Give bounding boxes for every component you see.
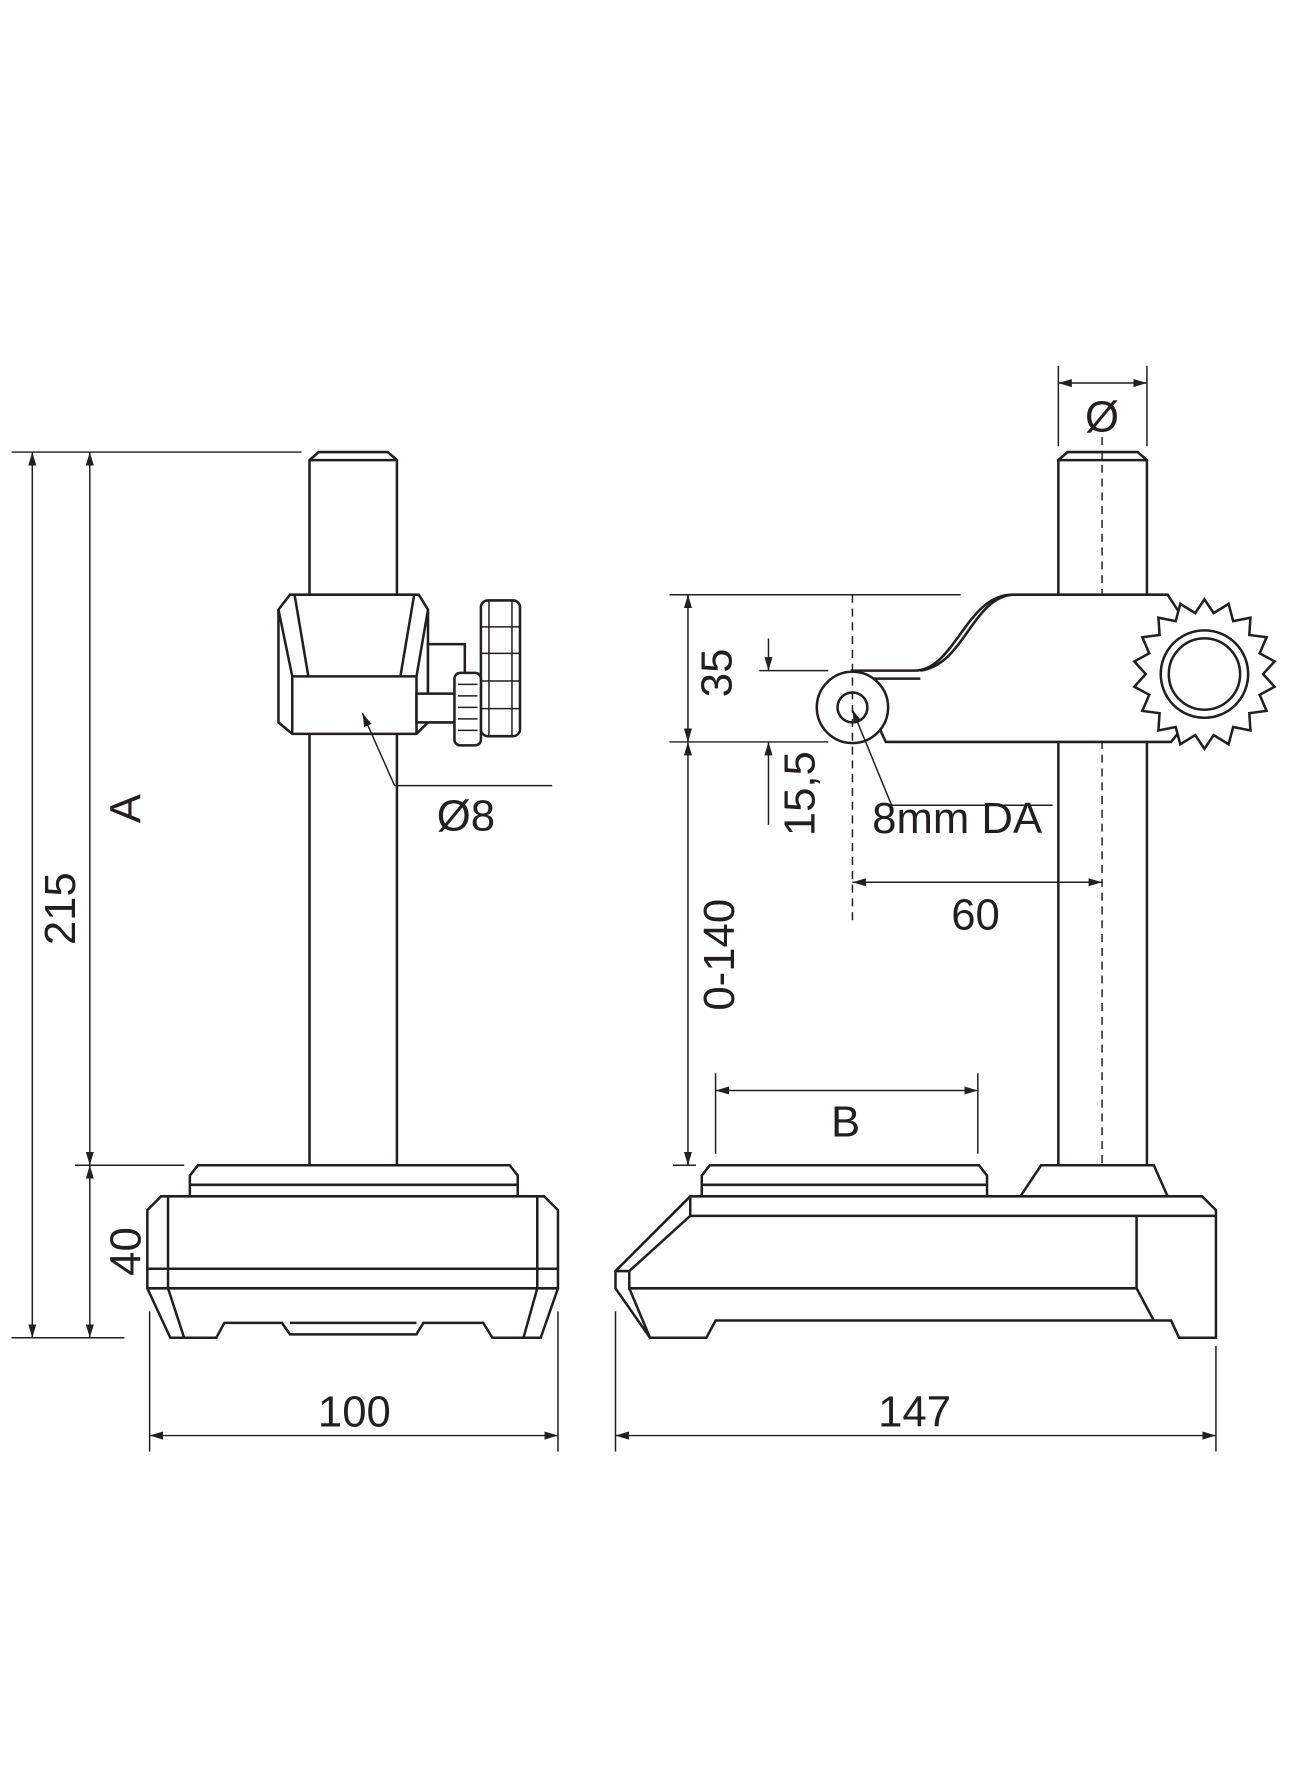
arm — [815, 593, 1277, 752]
dial-mount-label: 8mm DA — [872, 794, 1043, 843]
table-width-label: B — [831, 1097, 860, 1146]
clamp-bore-label: Ø8 — [437, 792, 495, 841]
clamp-block — [277, 593, 522, 747]
reach-label: 60 — [951, 890, 1000, 939]
width-front-label: 100 — [318, 1387, 391, 1436]
travel-label: 0-140 — [695, 899, 744, 1011]
clamp-gear — [1132, 597, 1277, 752]
height-a-label: A — [101, 793, 150, 823]
front-view: Ø8 215 A 40 100 — [11, 450, 560, 1452]
side-view: Ø 35 15,5 8mm DA 60 0-140 B 147 — [614, 365, 1277, 1452]
arm-height-label: 35 — [693, 649, 742, 698]
column-diameter-label: Ø — [1085, 392, 1119, 441]
base-front — [146, 1163, 560, 1340]
base-side — [614, 1163, 1218, 1340]
clamp-knob — [453, 599, 522, 747]
base-height-label: 40 — [101, 1227, 150, 1276]
depth-side-label: 147 — [878, 1387, 951, 1436]
ring-offset-label: 15,5 — [775, 751, 824, 836]
height-total-label: 215 — [36, 872, 85, 945]
column — [308, 450, 399, 1166]
